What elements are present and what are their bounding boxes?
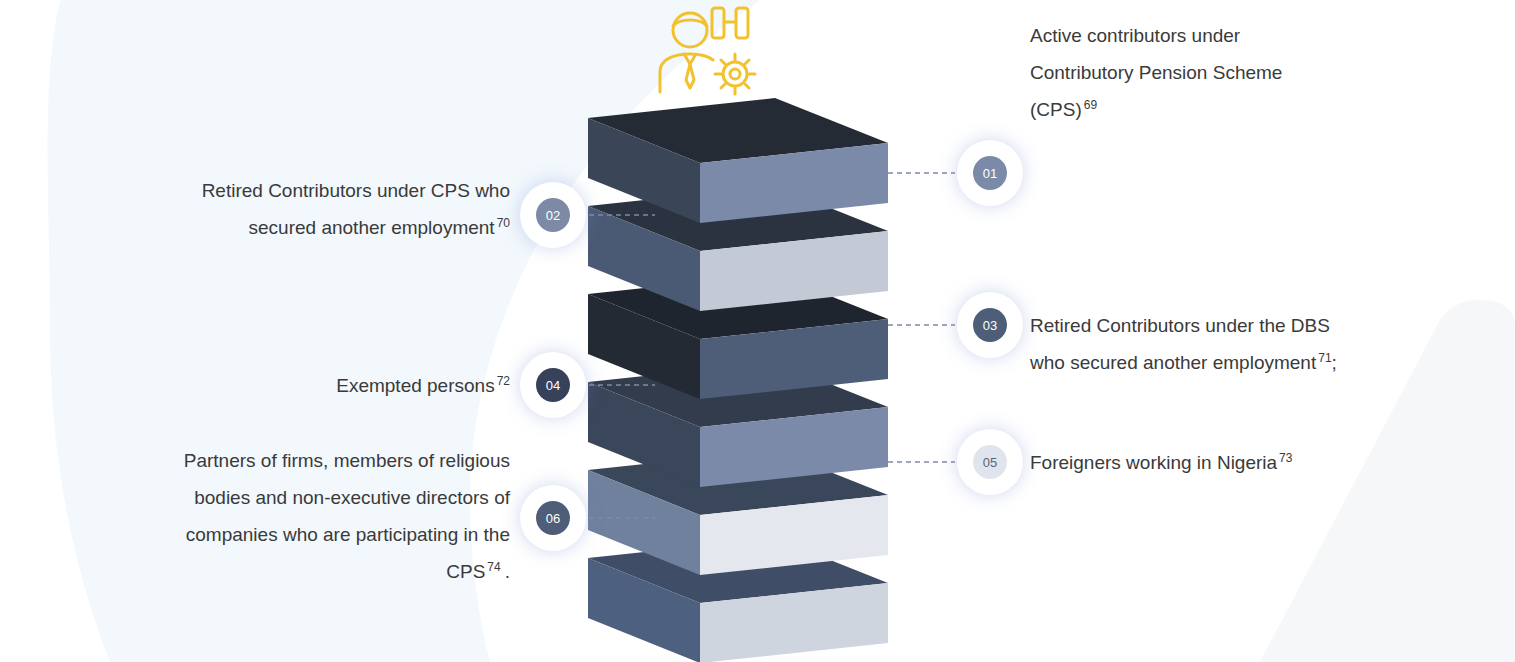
footnote-mark: 74: [487, 560, 500, 574]
punctuation: ;: [1332, 352, 1337, 373]
callout-circle: 01Active contributors under Contributory…: [957, 140, 1023, 206]
slab-face: [588, 558, 700, 662]
leader-line: [888, 324, 955, 326]
callout-circle: 03Retired Contributors under the DBS who…: [957, 292, 1023, 358]
callout-circle: 05Foreigners working in Nigeria73: [957, 429, 1023, 495]
callout-dot: 02: [536, 198, 570, 232]
slab-face: [588, 118, 700, 223]
leader-line: [888, 461, 955, 463]
slab-face: [588, 382, 700, 487]
callout-dot: 01: [973, 156, 1007, 190]
footnote-mark: 73: [1279, 451, 1292, 465]
slab-face: [700, 231, 888, 311]
leader-line: [888, 172, 955, 174]
callout-number: 02: [546, 209, 560, 222]
callout-number: 06: [546, 512, 560, 525]
callout-label: Exempted persons72: [190, 367, 510, 404]
callout-number: 03: [983, 319, 997, 332]
callout-dot: 04: [536, 368, 570, 402]
label-text: Partners of firms, members of religious …: [184, 450, 510, 582]
footnote-mark: 69: [1084, 98, 1097, 112]
slab-face: [700, 495, 888, 575]
callout-label: Retired Contributors under the DBS who s…: [1030, 307, 1350, 381]
slab-face: [588, 470, 700, 575]
leader-line: [589, 214, 655, 216]
callout-label: Partners of firms, members of religious …: [180, 442, 510, 590]
label-text: Active contributors under Contributory P…: [1030, 25, 1282, 120]
callout-number: 04: [546, 379, 560, 392]
footnote-mark: 71: [1318, 351, 1331, 365]
callout-label: Active contributors under Contributory P…: [1030, 17, 1295, 128]
callout-dot: 03: [973, 308, 1007, 342]
footnote-mark: 70: [497, 216, 510, 230]
label-text: Retired Contributors under the DBS who s…: [1030, 315, 1330, 373]
label-text: Retired Contributors under CPS who secur…: [202, 180, 510, 238]
callout-label: Foreigners working in Nigeria73: [1030, 444, 1350, 481]
slab-face: [700, 319, 888, 399]
layer-stack: [588, 98, 888, 662]
callout-circle: 02Retired Contributors under CPS who sec…: [520, 182, 586, 248]
label-text: Exempted persons: [336, 375, 494, 396]
callout-circle: 06Partners of firms, members of religiou…: [520, 485, 586, 551]
callout-number: 01: [983, 167, 997, 180]
leader-lines: [589, 173, 955, 518]
worker-icon: [660, 8, 755, 94]
slab-face: [588, 294, 700, 399]
slab-face: [700, 407, 888, 487]
slab-face: [700, 143, 888, 223]
leader-line: [589, 384, 655, 386]
slab-face: [700, 583, 888, 662]
callout-dot: 05: [973, 445, 1007, 479]
callout-number: 05: [983, 456, 997, 469]
callout-circle: 04Exempted persons72: [520, 352, 586, 418]
slab-face: [588, 206, 700, 311]
callout-dot: 06: [536, 501, 570, 535]
callout-label: Retired Contributors under CPS who secur…: [190, 172, 510, 246]
leader-line: [589, 517, 655, 519]
label-text: Foreigners working in Nigeria: [1030, 452, 1277, 473]
punctuation: .: [505, 561, 510, 582]
footnote-mark: 72: [497, 374, 510, 388]
